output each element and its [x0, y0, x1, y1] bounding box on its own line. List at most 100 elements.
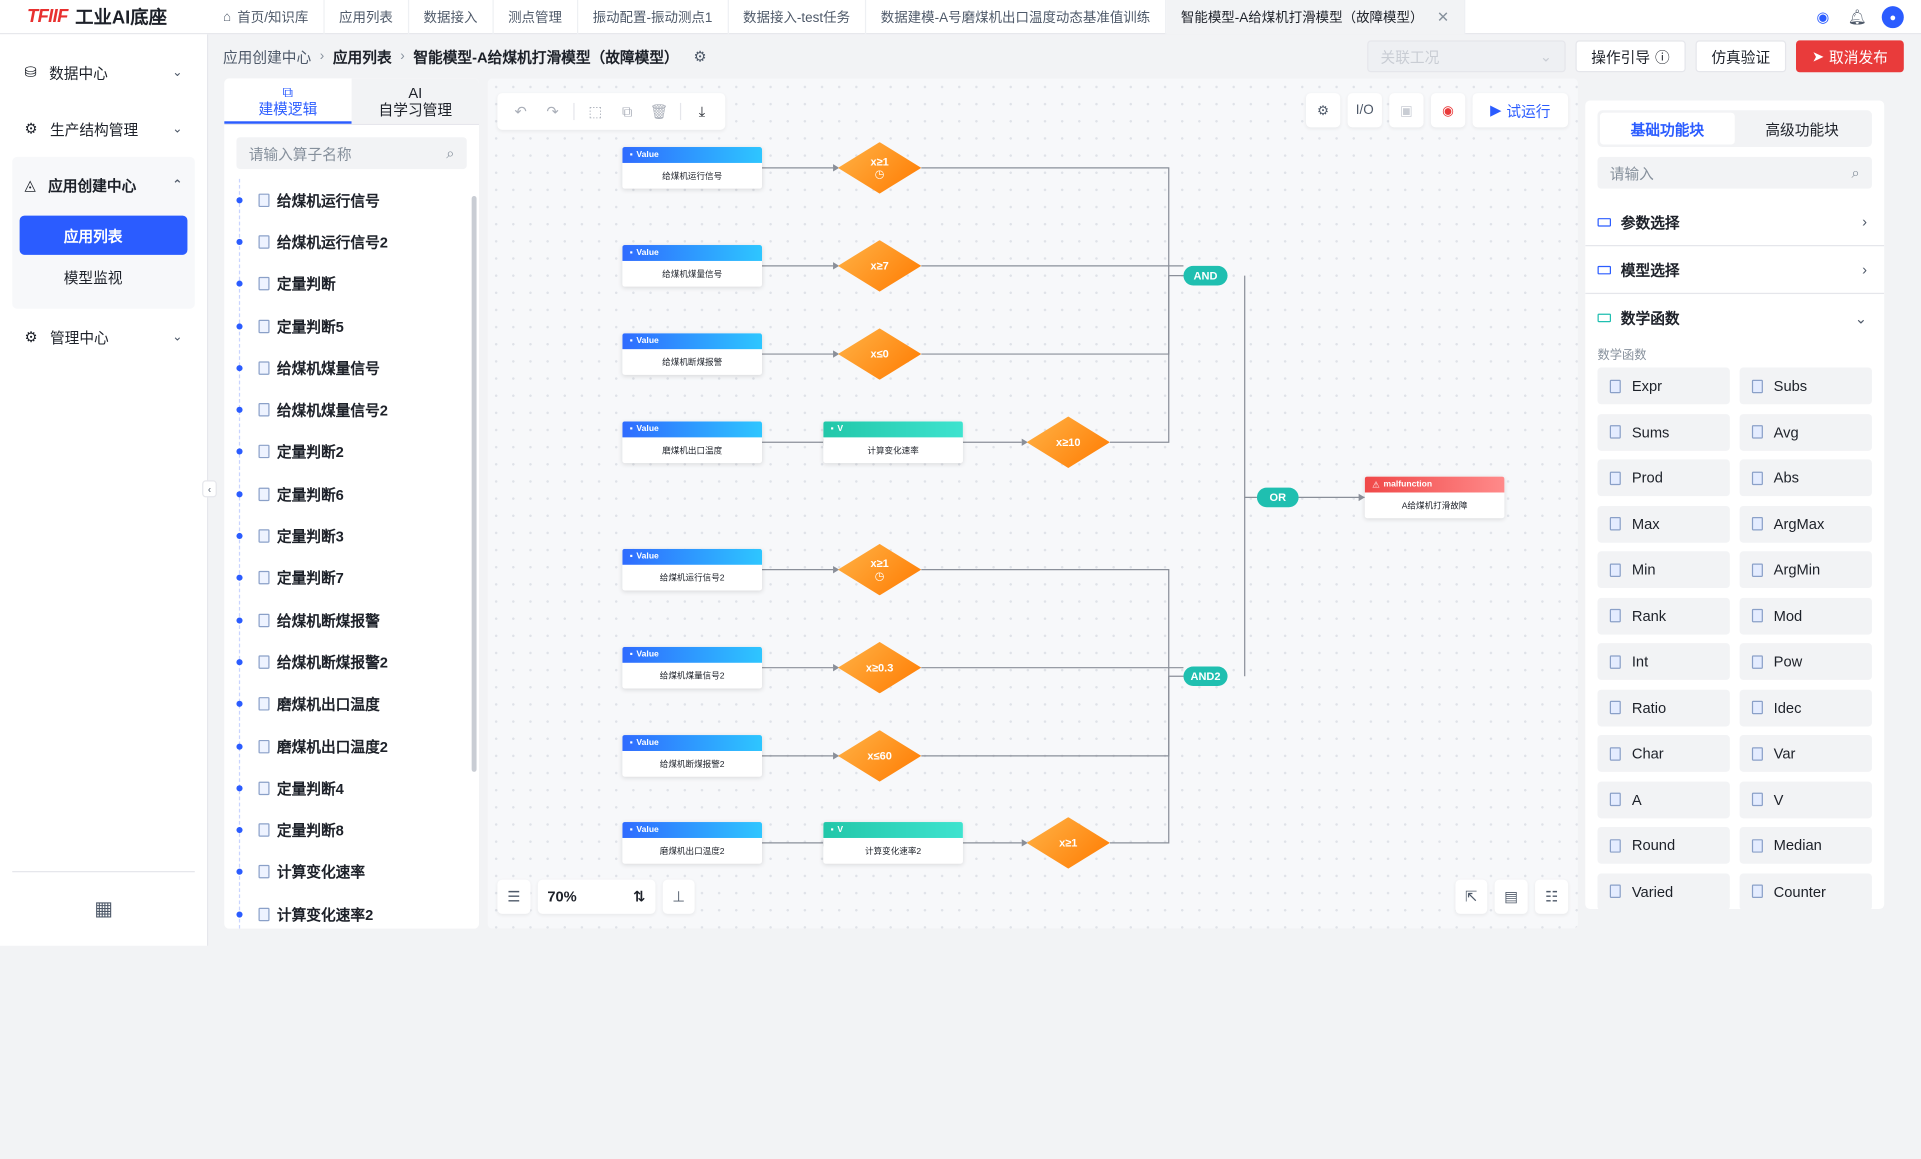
function-block[interactable]: Expr	[1597, 367, 1731, 405]
section-math-functions[interactable]: 数学函数⌄	[1585, 294, 1884, 342]
function-block[interactable]: A	[1597, 781, 1731, 818]
condition-node[interactable]: x≥1	[1026, 817, 1110, 869]
tab-ai-self-learning[interactable]: AI 自学习管理	[351, 78, 480, 124]
collapse-sidebar-button[interactable]: ‹	[202, 480, 217, 498]
function-block[interactable]: Prod	[1597, 459, 1731, 497]
tab-home[interactable]: ⌂首页/知识库	[208, 0, 325, 34]
tab-basic-blocks[interactable]: 基础功能块	[1599, 112, 1735, 145]
tree-item[interactable]: 给煤机煤量信号	[236, 347, 479, 389]
notes-button[interactable]: ▤	[1494, 879, 1528, 914]
condition-node[interactable]: x≥1◷	[837, 543, 922, 596]
tree-item[interactable]: 定量判断7	[236, 557, 479, 599]
function-block[interactable]: Idec	[1739, 689, 1872, 726]
function-block[interactable]: Pow	[1739, 643, 1872, 680]
condition-node[interactable]: x≥7	[837, 240, 922, 292]
copy-icon[interactable]: ⧉	[621, 102, 633, 120]
tree-item[interactable]: 给煤机断煤报警	[236, 599, 479, 641]
tab-data-access[interactable]: 数据接入	[409, 0, 494, 34]
export-button[interactable]: ⇱	[1455, 879, 1488, 914]
grid-icon[interactable]: ▦	[94, 899, 113, 921]
section-model-select[interactable]: 模型选择›	[1585, 246, 1885, 295]
tree-item[interactable]: 给煤机运行信号2	[236, 221, 479, 263]
function-block[interactable]: Max	[1597, 505, 1731, 543]
sidebar-item-production-structure[interactable]: ⚙ 生产结构管理 ⌄	[12, 100, 195, 156]
stop-button[interactable]: ◉	[1430, 93, 1466, 128]
gate-and2[interactable]: AND2	[1183, 666, 1228, 687]
function-block[interactable]: ArgMax	[1739, 505, 1872, 543]
tree-item[interactable]: 定量判断4	[236, 767, 479, 809]
tree-item[interactable]: 计算变化速率	[236, 851, 479, 893]
undo-icon[interactable]: ↶	[514, 102, 527, 121]
tab-advanced-blocks[interactable]: 高级功能块	[1765, 120, 1839, 138]
condition-select[interactable]: 关联工况⌄	[1367, 40, 1566, 73]
delete-icon[interactable]: 🗑︎	[649, 102, 669, 121]
gear-icon[interactable]: ⚙	[693, 47, 707, 65]
scrollbar[interactable]	[471, 196, 477, 772]
function-search-input[interactable]: 请输入 ⌕	[1597, 156, 1872, 189]
tab-data-access-test[interactable]: 数据接入-test任务	[728, 0, 867, 34]
trial-run-button[interactable]: ▶试运行	[1472, 93, 1569, 128]
function-block[interactable]: Min	[1597, 551, 1731, 589]
function-block[interactable]: Var	[1739, 735, 1872, 772]
tree-item[interactable]: 定量判断6	[236, 473, 479, 515]
function-block[interactable]: Rank	[1597, 597, 1731, 634]
breadcrumb-root[interactable]: 应用创建中心	[222, 48, 312, 66]
cancel-publish-button[interactable]: ➤取消发布	[1795, 40, 1904, 73]
tree-item[interactable]: 计算变化速率2	[236, 893, 479, 928]
tab-model-logic[interactable]: ⧉ 建模逻辑	[224, 78, 352, 124]
tree-item[interactable]: 定量判断	[236, 263, 479, 305]
tree-item[interactable]: 磨煤机出口温度2	[236, 725, 479, 767]
gate-or[interactable]: OR	[1256, 487, 1299, 508]
function-block[interactable]: Varied	[1597, 872, 1731, 910]
download-icon[interactable]: ⤓	[698, 102, 706, 120]
condition-node[interactable]: x≥0.3	[837, 641, 922, 694]
tree-item[interactable]: 给煤机运行信号	[236, 179, 479, 221]
function-block[interactable]: Int	[1597, 643, 1731, 680]
tree-item[interactable]: 磨煤机出口温度	[236, 683, 479, 725]
tab-app-list[interactable]: 应用列表	[324, 0, 409, 34]
bell-icon[interactable]: 🔔︎	[1847, 7, 1867, 26]
condition-node[interactable]: x≤0	[837, 328, 922, 380]
function-block[interactable]: Subs	[1739, 367, 1872, 405]
section-parameter-select[interactable]: 参数选择›	[1585, 198, 1885, 247]
io-button[interactable]: I/O	[1347, 93, 1382, 128]
tab-point-management[interactable]: 测点管理	[493, 0, 578, 34]
tree-item[interactable]: 定量判断8	[236, 809, 479, 851]
function-block[interactable]: Ratio	[1597, 689, 1731, 726]
operator-search-input[interactable]: 请输入算子名称 ⌕	[236, 137, 467, 170]
sidebar-item-app-center[interactable]: ◬ 应用创建中心 ⌃	[12, 157, 195, 213]
function-block[interactable]: Counter	[1739, 872, 1872, 910]
function-block[interactable]: Avg	[1739, 413, 1872, 451]
tab-smart-model[interactable]: 智能模型-A给煤机打滑模型（故障模型）✕	[1166, 0, 1466, 34]
tree-item[interactable]: 定量判断2	[236, 431, 479, 473]
align-button[interactable]: ☰	[497, 879, 531, 914]
tree-item[interactable]: 定量判断3	[236, 515, 479, 557]
function-block[interactable]: ArgMin	[1739, 551, 1872, 589]
sidebar-item-app-list[interactable]: 应用列表	[19, 215, 188, 255]
condition-node[interactable]: x≥1◷	[837, 142, 922, 194]
fit-button[interactable]: ⊥	[662, 879, 695, 914]
save-button[interactable]: ▣	[1389, 93, 1424, 128]
tab-vibration-config[interactable]: 振动配置-振动测点1	[578, 0, 729, 34]
function-block[interactable]: Char	[1597, 735, 1731, 772]
sidebar-item-model-monitor[interactable]: 模型监视	[63, 268, 123, 287]
function-block[interactable]: V	[1739, 781, 1872, 818]
avatar[interactable]: ●	[1881, 5, 1904, 28]
gate-and[interactable]: AND	[1183, 265, 1228, 286]
sidebar-item-data-center[interactable]: ⛁ 数据中心 ⌄	[12, 44, 195, 100]
function-block[interactable]: Abs	[1739, 459, 1872, 497]
function-block[interactable]: Sums	[1597, 413, 1731, 451]
robot-icon[interactable]: ◉	[1816, 7, 1830, 26]
breadcrumb-app-list[interactable]: 应用列表	[332, 48, 392, 66]
zoom-stepper[interactable]: 70%⇅	[537, 879, 656, 914]
close-icon[interactable]: ✕	[1436, 7, 1450, 26]
tree-item[interactable]: 定量判断5	[236, 305, 479, 347]
redo-icon[interactable]: ↷	[546, 102, 559, 121]
